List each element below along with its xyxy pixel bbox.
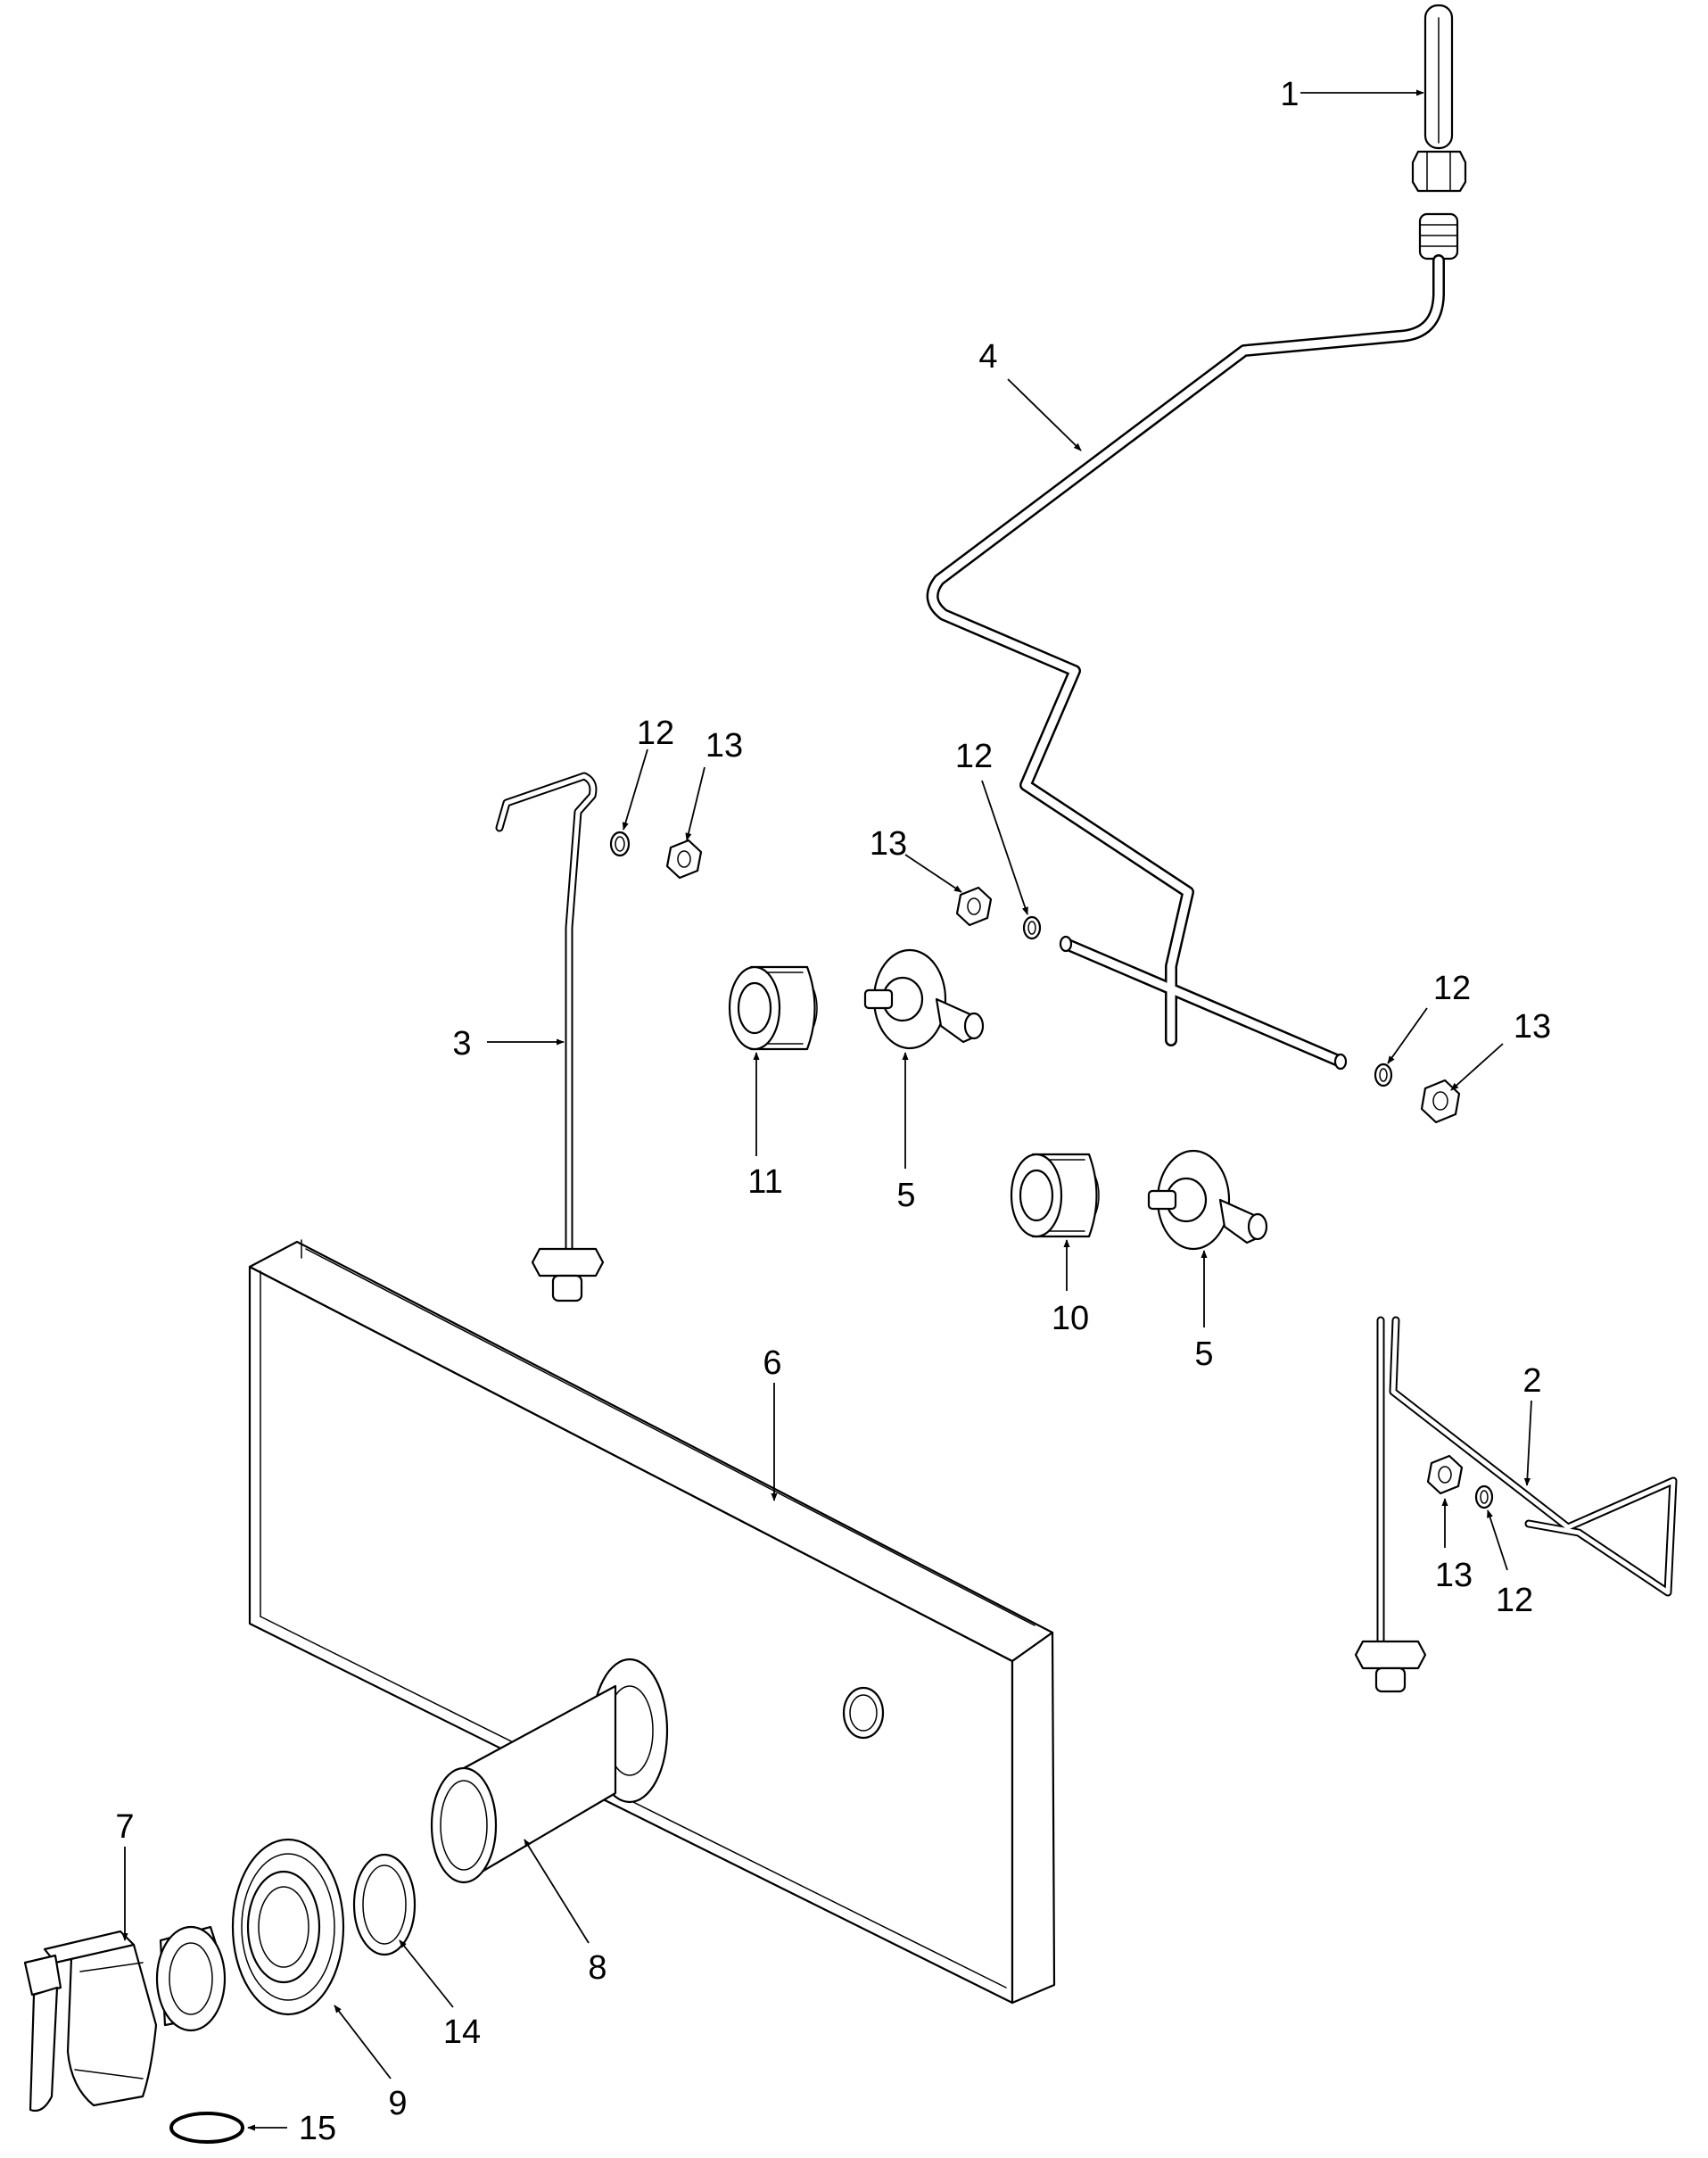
leader-4	[1007, 378, 1082, 451]
part-13-nut-d	[1426, 1454, 1464, 1495]
part-9-flange	[231, 1838, 345, 2016]
leader-9	[334, 2005, 392, 2079]
part-3-pilot-tube	[495, 772, 605, 1302]
callout-11: 11	[747, 1163, 782, 1201]
callout-13b: 13	[870, 825, 907, 863]
part-12-olive-c	[1374, 1062, 1393, 1087]
callout-6: 6	[763, 1344, 781, 1382]
callout-12a: 12	[637, 715, 674, 752]
part-12-olive-d	[1474, 1484, 1494, 1509]
leader-12a	[622, 748, 648, 831]
part-7-drain-valve	[23, 1925, 227, 2113]
part-8-sleeve	[430, 1658, 669, 1884]
callout-5a: 5	[896, 1177, 915, 1214]
callout-3: 3	[452, 1025, 471, 1062]
callout-12b: 12	[955, 738, 993, 775]
leader-14	[399, 1939, 454, 2008]
callout-5b: 5	[1194, 1335, 1213, 1373]
part-10-knob	[1010, 1153, 1100, 1238]
callout-4: 4	[978, 338, 997, 376]
callout-7: 7	[115, 1808, 134, 1846]
leader-8	[524, 1839, 590, 1944]
part-6-front-panel	[248, 1239, 1056, 2005]
leader-2	[1523, 1400, 1532, 1486]
part-12-olive-b	[1022, 915, 1042, 940]
callout-2: 2	[1522, 1362, 1541, 1400]
part-13-nut-a	[665, 839, 703, 880]
part-13-nut-b	[955, 886, 993, 927]
callout-14: 14	[443, 2013, 481, 2051]
callout-13c: 13	[1514, 1008, 1551, 1046]
part-15-o-ring	[169, 2112, 244, 2144]
callout-1: 1	[1280, 76, 1299, 113]
part-5-valve-a	[863, 948, 985, 1050]
part-5-valve-b	[1147, 1149, 1268, 1251]
callout-13d: 13	[1435, 1557, 1473, 1594]
part-11-knob	[728, 965, 818, 1051]
leader-12d	[1487, 1509, 1508, 1571]
leader-13b	[904, 854, 962, 893]
callout-13a: 13	[705, 727, 743, 765]
part-1-fitting	[1411, 4, 1467, 260]
callout-8: 8	[588, 1949, 606, 1987]
leader-lines	[121, 89, 1532, 2131]
part-4-supply-pipe	[926, 254, 1445, 1071]
callout-labels: 1 4 3 12 13 12 13 12 13 11 5 10 5 6 2 13…	[115, 76, 1551, 2147]
callout-10: 10	[1052, 1300, 1089, 1337]
leader-12b	[981, 780, 1028, 915]
part-12-olive-a	[609, 831, 631, 857]
callout-12c: 12	[1433, 970, 1471, 1007]
leader-12c	[1387, 1007, 1428, 1064]
callout-9: 9	[388, 2085, 407, 2122]
leader-13a	[685, 766, 705, 841]
callout-12d: 12	[1496, 1582, 1533, 1619]
callout-15: 15	[299, 2110, 336, 2147]
leader-13c	[1450, 1043, 1504, 1091]
part-13-nut-c	[1420, 1079, 1461, 1124]
part-14-washer	[352, 1853, 417, 1956]
part-2-pilot-tube	[1354, 1316, 1678, 1693]
